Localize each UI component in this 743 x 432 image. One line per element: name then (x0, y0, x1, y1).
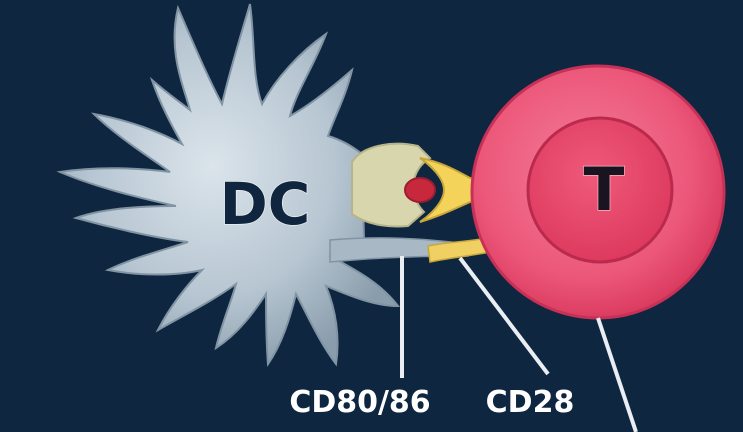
antigen-peptide (405, 178, 435, 202)
t-cell-label: T (584, 155, 625, 225)
dendritic-cell-label: DC (220, 170, 311, 238)
cd28-label: CD28 (486, 385, 575, 420)
cd80-86-label: CD80/86 (289, 385, 430, 420)
